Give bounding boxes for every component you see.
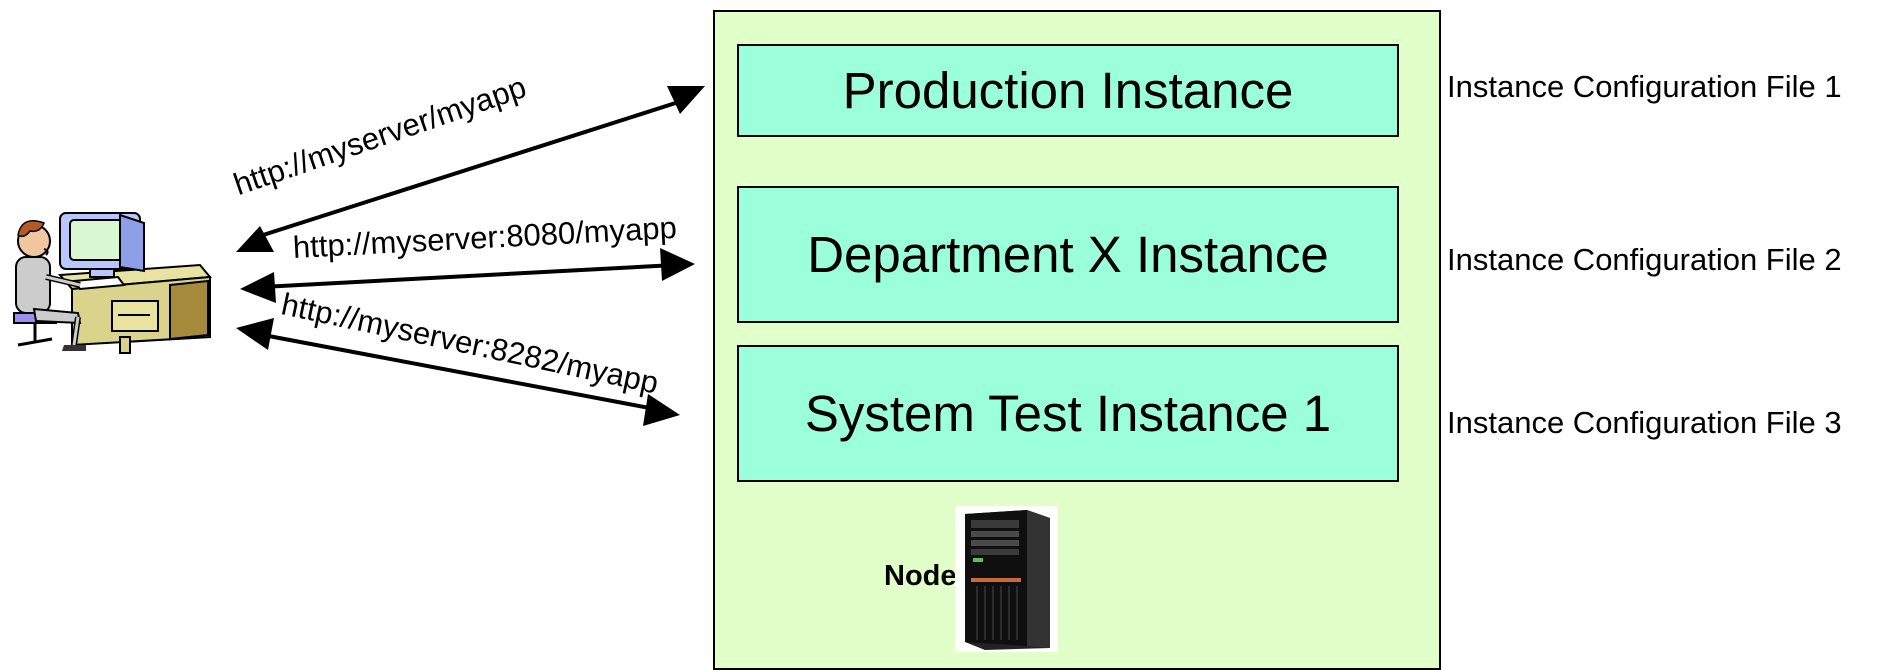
config-file-3-label: Instance Configuration File 3 bbox=[1447, 405, 1842, 440]
arrow-production bbox=[236, 86, 705, 252]
production-instance-label: Production Instance bbox=[842, 62, 1294, 119]
config-file-2-label: Instance Configuration File 2 bbox=[1447, 242, 1842, 277]
department-x-instance-label: Department X Instance bbox=[807, 226, 1329, 283]
arrow-system-test bbox=[236, 318, 680, 426]
arrow-department-x bbox=[240, 248, 695, 303]
server-tower-icon bbox=[955, 506, 1058, 652]
person-at-computer-icon bbox=[13, 212, 212, 354]
production-instance-box: Production Instance bbox=[737, 44, 1399, 137]
system-test-instance-box: System Test Instance 1 bbox=[737, 345, 1399, 482]
node-label: Node bbox=[884, 560, 957, 592]
system-test-instance-label: System Test Instance 1 bbox=[804, 385, 1332, 442]
config-file-1-label: Instance Configuration File 1 bbox=[1447, 69, 1842, 104]
department-x-instance-box: Department X Instance bbox=[737, 186, 1399, 323]
